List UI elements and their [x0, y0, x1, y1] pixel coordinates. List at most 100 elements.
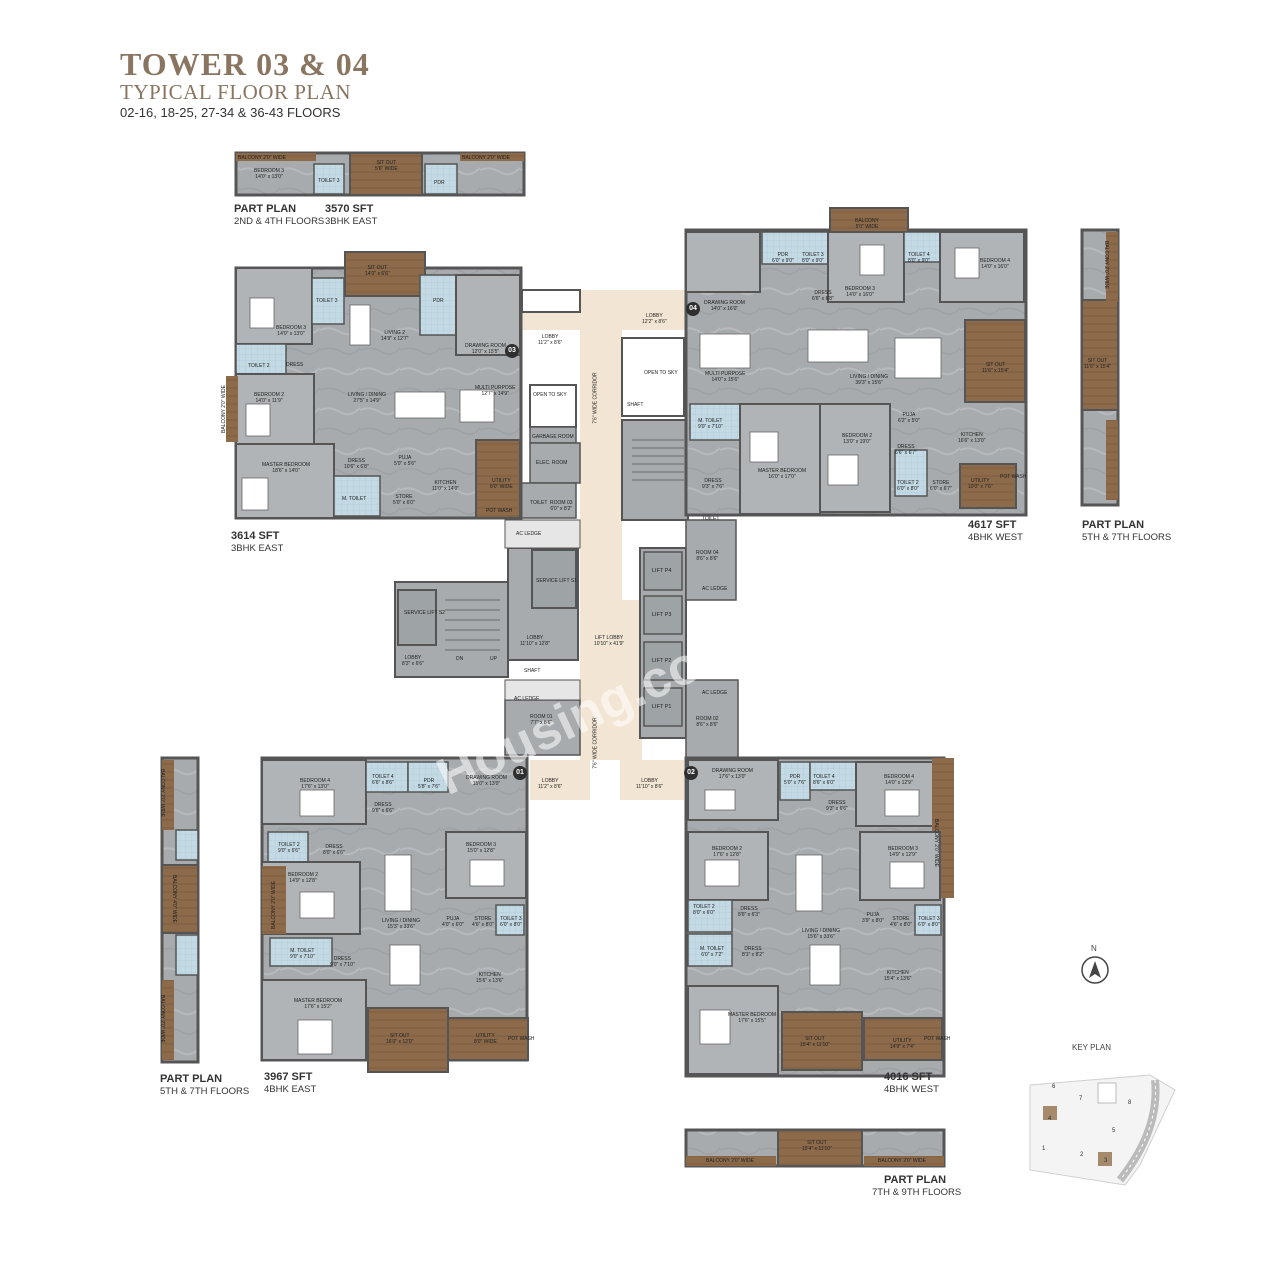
key-block-6: 6 [1052, 1084, 1056, 1090]
core-ac-ledge-2: AC LEDGE [702, 586, 728, 592]
u04-balcony [829, 207, 909, 233]
plan-subtitle: TYPICAL FLOOR PLAN [120, 80, 352, 104]
unit-01-area: 3967 SFT [264, 1071, 313, 1083]
key-plan-label: KEY PLAN [1072, 1043, 1111, 1052]
part-plan-bottom-title: PART PLAN [884, 1174, 947, 1186]
plan-title: TOWER 03 & 04 [120, 46, 370, 82]
core-shaft-east-label: SHAFT [627, 402, 644, 408]
stair-east [621, 419, 689, 521]
u01-balcony-label: BALCONY 2'0" WIDE [270, 881, 277, 929]
core-ac-ledge-1: AC LEDGE [516, 531, 542, 537]
u03-sit-out [344, 251, 426, 297]
unit-04-area: 4617 SFT [968, 519, 1017, 531]
u03-pot-wash-label: POT WASH [486, 508, 513, 514]
part-left-balcony-mid-label: BALCONY 4'0" WIDE [170, 875, 177, 923]
open-to-sky-east [621, 337, 685, 417]
part-top-balcony-right: BALCONY 2'0" WIDE [462, 155, 510, 161]
unit-04-type: 4BHK WEST [968, 532, 1023, 543]
key-block-8: 8 [1128, 1100, 1132, 1106]
part-plan-bottom-floors: 7TH & 9TH FLOORS [872, 1187, 962, 1198]
part-bottom-balcony-right-label: BALCONY 2'0" WIDE [878, 1158, 926, 1164]
core-lift-p3-label: LIFT P3 [652, 612, 672, 618]
core-stair-dn-label: DN [456, 656, 464, 662]
core-toilet-east-label: TOILET [702, 516, 720, 522]
core-ac-ledge-4: AC LEDGE [702, 690, 728, 696]
unit-01-type: 4BHK EAST [264, 1084, 317, 1095]
unit-03-type: 3BHK EAST [231, 543, 284, 554]
core-lift-p2-label: LIFT P2 [652, 658, 672, 664]
compass-north-label: N [1091, 944, 1097, 953]
part-plan-left-title: PART PLAN [160, 1073, 223, 1085]
key-block-4: 4 [1048, 1116, 1052, 1122]
core-corridor-bottom-label: 7'6" WIDE CORRIDOR [592, 717, 599, 769]
core-lift-p1-label: LIFT P1 [652, 704, 672, 710]
north-compass [1081, 956, 1109, 984]
part-bottom-balcony-left-label: BALCONY 2'0" WIDE [706, 1158, 754, 1164]
lift-p3 [643, 595, 683, 635]
unit-04-plan [684, 207, 1028, 517]
part-plan-right-title: PART PLAN [1082, 519, 1145, 531]
central-core [394, 289, 739, 800]
unit-tag-03: 03 [505, 344, 519, 358]
u03-mtoilet-label: M. TOILET [342, 496, 367, 502]
part-right-balcony-label: BALCONY 2'0" WIDE [1102, 241, 1109, 289]
part-top-toilet3: TOILET 3 [318, 178, 340, 184]
key-plan-graphic [1029, 1074, 1176, 1186]
u02-pot-wash-label: POT WASH [924, 1036, 951, 1042]
u04-pot-wash-label: POT WASH [1000, 474, 1027, 480]
core-ac-ledge-3: AC LEDGE [514, 696, 540, 702]
key-block-3: 3 [1104, 1158, 1108, 1164]
core-stair-up-label: UP [490, 656, 497, 662]
